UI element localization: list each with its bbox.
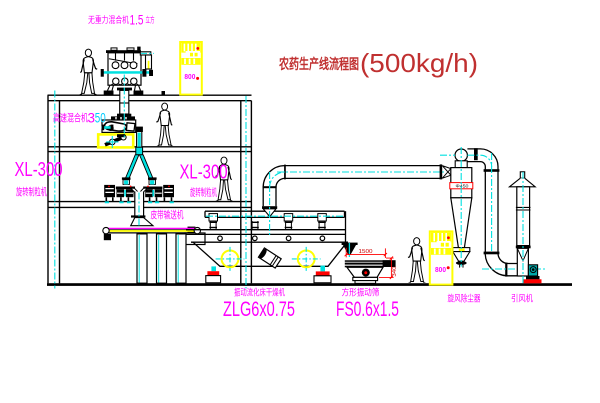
svg-text:340: 340 (392, 266, 398, 276)
svg-text:XL-300: XL-300 (180, 162, 228, 184)
svg-text:Φ450: Φ450 (456, 184, 469, 189)
svg-text:3: 3 (88, 111, 96, 126)
svg-text:(500kg/h): (500kg/h) (360, 48, 478, 78)
svg-text:皮带输送机: 皮带输送机 (151, 209, 184, 222)
svg-text:50: 50 (95, 111, 106, 126)
svg-text:FS0.6x1.5: FS0.6x1.5 (336, 298, 399, 321)
svg-text:旋风除尘器: 旋风除尘器 (448, 293, 481, 304)
svg-text:800: 800 (184, 72, 195, 81)
svg-text:引风机: 引风机 (511, 293, 533, 304)
svg-text:方形振动筛: 方形振动筛 (342, 287, 380, 298)
svg-text:旋转制粒机: 旋转制粒机 (190, 186, 217, 199)
svg-text:振动流化床干燥机: 振动流化床干燥机 (234, 287, 285, 298)
svg-text:高速混合机: 高速混合机 (53, 112, 88, 125)
svg-text:旋转制粒机: 旋转制粒机 (16, 186, 47, 199)
svg-text:ZLG6x0.75: ZLG6x0.75 (223, 298, 295, 321)
svg-text:立方: 立方 (146, 15, 155, 25)
svg-text:1.5: 1.5 (130, 12, 144, 28)
svg-text:800: 800 (435, 265, 446, 274)
svg-text:农药生产线流程图: 农药生产线流程图 (278, 56, 359, 72)
svg-text:无重力混合机: 无重力混合机 (88, 14, 129, 25)
svg-text:XL-300: XL-300 (15, 159, 63, 181)
svg-text:1500: 1500 (359, 249, 373, 255)
